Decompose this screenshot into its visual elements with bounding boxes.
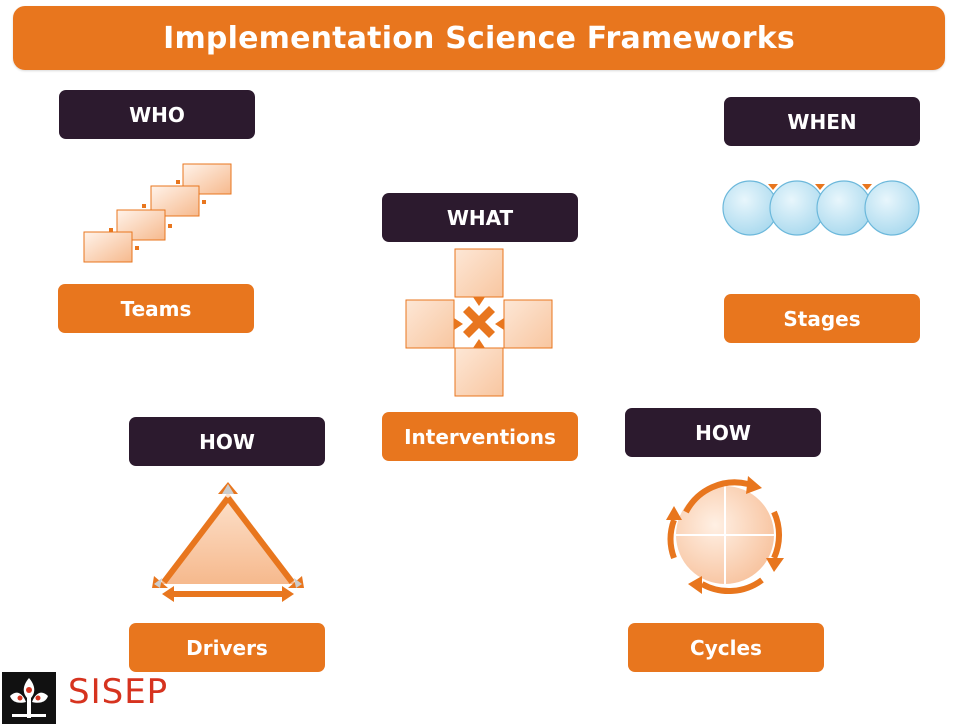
stages-label: Stages bbox=[783, 306, 861, 331]
cycles-label: Cycles bbox=[690, 635, 762, 660]
cycles-box: Cycles bbox=[628, 623, 824, 672]
how-drivers-header-label: HOW bbox=[199, 429, 255, 454]
how-cycles-header: HOW bbox=[625, 408, 821, 457]
linked-circles-icon bbox=[722, 180, 920, 236]
drivers-box: Drivers bbox=[129, 623, 325, 672]
drivers-label: Drivers bbox=[186, 635, 268, 660]
how-drivers-header: HOW bbox=[129, 417, 325, 466]
page-title: Implementation Science Frameworks bbox=[163, 20, 795, 56]
triangle-arrows-icon bbox=[152, 482, 304, 602]
when-header: WHEN bbox=[724, 97, 920, 146]
who-header: WHO bbox=[59, 90, 255, 139]
interventions-label: Interventions bbox=[404, 424, 556, 449]
interventions-box: Interventions bbox=[382, 412, 578, 461]
what-header-label: WHAT bbox=[446, 205, 514, 230]
what-header: WHAT bbox=[382, 193, 578, 242]
logo-text: SISEP bbox=[68, 672, 169, 712]
circular-cycle-icon bbox=[666, 476, 784, 595]
how-cycles-header-label: HOW bbox=[695, 420, 751, 445]
who-header-label: WHO bbox=[129, 102, 185, 127]
sisep-logo bbox=[2, 672, 56, 724]
stacked-cards-icon bbox=[83, 163, 232, 263]
stages-box: Stages bbox=[724, 294, 920, 343]
when-header-label: WHEN bbox=[787, 109, 857, 134]
teams-box: Teams bbox=[58, 284, 254, 333]
teams-label: Teams bbox=[120, 296, 192, 321]
title-banner: Implementation Science Frameworks bbox=[13, 6, 945, 70]
converging-arrows-icon bbox=[405, 248, 553, 397]
